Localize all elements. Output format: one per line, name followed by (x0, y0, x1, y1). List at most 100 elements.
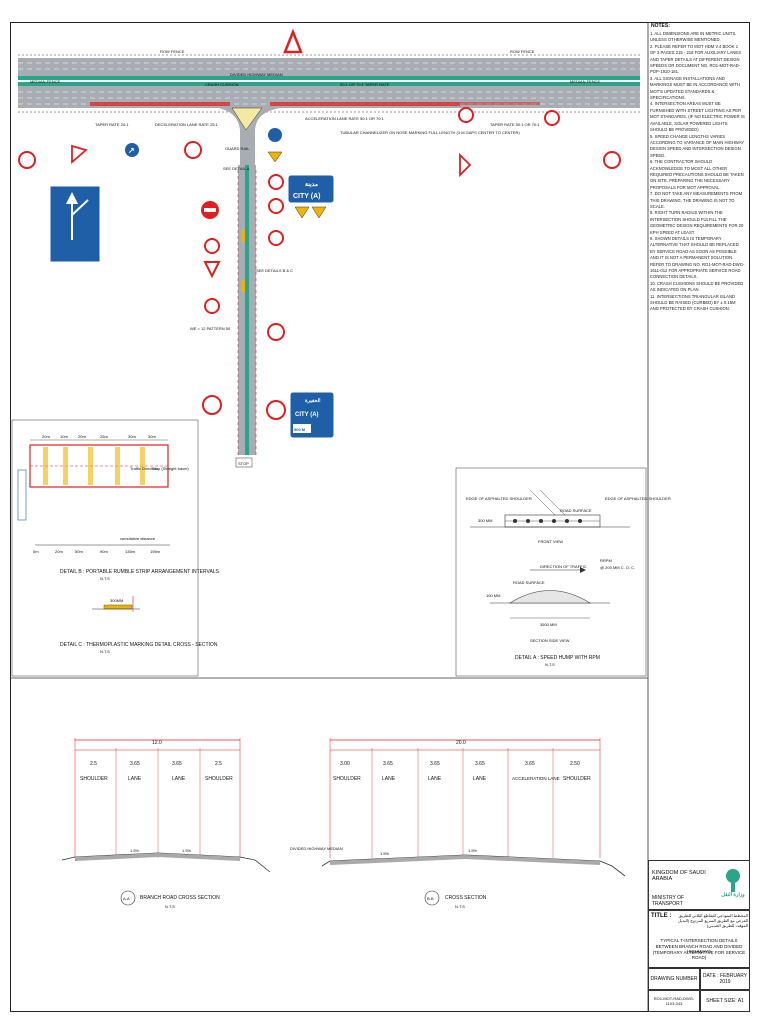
sign-speed-right (544, 110, 560, 126)
taper-rate-left-label: TAPER RATE 20:1 (95, 122, 129, 127)
mot-logo: وزارة النقل (718, 864, 748, 904)
notes-heading: NOTES: (651, 23, 670, 29)
median-upper-strip (18, 76, 640, 80)
detail-c-caption: DETAIL C : THERMOPLASTIC MARKING DETAIL … (60, 642, 218, 648)
sign-merge-right (459, 152, 472, 178)
note-item: 5. SPEED CHANGE LENGTHS VARIES ACCORDING… (650, 133, 744, 158)
hump-length-dim: 3500 MM (540, 622, 557, 627)
sec-b-label-5: ACCELERATION LANE (512, 776, 560, 781)
detail-b-nts: N.T.S (100, 576, 110, 581)
sign-speed-branch-5 (202, 395, 222, 415)
median-lower-strip (18, 82, 640, 86)
sec-a-total: 12.0 (152, 740, 162, 746)
logo-text: وزارة النقل (721, 892, 745, 898)
sec-b-dim-1: 3.00 (340, 761, 350, 767)
guide-sign-lower-dist: 500 M (294, 427, 306, 432)
note-item: 1. ALL DIMENSIONS ARE IN METRIC UNITS, U… (650, 31, 737, 43)
section-b-b (321, 738, 626, 906)
detail-b-caption: DETAIL B : PORTABLE RUMBLE STRIP ARRANGE… (60, 569, 220, 575)
sign-chevron-2 (311, 206, 327, 219)
hump-direction: DIRECTION OF TRAFFIC (540, 564, 587, 569)
sign-prohibit-2 (204, 298, 220, 314)
guide-sign-left (49, 185, 101, 263)
keep-left-arrow-glyph: ↗ (128, 146, 135, 155)
hump-edge-right: EDGE OF ASPHALTED SHOULDER (605, 496, 671, 501)
sheet-size: SHEET SIZE: A1 (700, 990, 750, 1012)
detail-c-nts: N.T.S (100, 649, 110, 654)
title-block-title (648, 910, 750, 968)
sec-b-dim-6: 2.50 (570, 761, 580, 767)
deceleration-lane-marking (90, 102, 230, 106)
rumble-traffic-direction: Traffic Direction (130, 466, 158, 471)
sec-a-dim-1: 2.5 (90, 761, 97, 767)
crash-cushion-label: CRASH CUSHION (205, 82, 239, 87)
rumble-dim-2: 10m (60, 434, 68, 439)
note-item: 3. ALL SIGNAGE INSTALLATIONS AND MARKING… (650, 75, 740, 101)
sign-yield (203, 261, 221, 279)
rumble-strip-mark-1 (241, 230, 245, 242)
drawing-date: DATE : FEBRUARY 2019 (700, 968, 750, 990)
sign-speed-branch-6 (266, 400, 286, 420)
section-a-a (61, 738, 271, 906)
hump-road-surface-2: ROAD SURFACE (513, 580, 545, 585)
branch-road-centerline (245, 165, 249, 455)
sec-b-label-2: LANE (382, 776, 396, 782)
sign-speed-top-right (458, 107, 474, 123)
detail-a-ref: SEE DETAIL A (223, 166, 250, 171)
no-entry-bar (204, 208, 216, 212)
sign-speed-far-right (603, 151, 621, 169)
sec-a-label-3: LANE (172, 776, 186, 782)
note-item: 4. INTERSECTION AREAS MUST BE FURNISHED … (650, 101, 745, 133)
sec-b-label-6: SHOULDER (563, 776, 591, 782)
sec-b-dim-2: 3.65 (383, 761, 393, 767)
rumble-end-label: Stop (Straight travel) (152, 466, 189, 471)
pattern-note: WE = 12 PATTERN 50 (190, 326, 231, 331)
guide-sign-mid-en: CITY (A) (293, 193, 320, 200)
sign-speed-branch-2 (268, 198, 284, 214)
sign-no-uturn (184, 141, 202, 159)
sign-speed-branch-3 (268, 230, 284, 246)
guide-sign-lower-ar: الحفيرة (305, 398, 321, 404)
taper-marking (460, 102, 540, 105)
hump-top-dim: 300 MM (478, 518, 492, 523)
hump-height-dim: 100 MM (486, 593, 500, 598)
sign-speed-branch-4 (267, 323, 285, 341)
sec-b-dim-4: 3.65 (475, 761, 485, 767)
detail-bc-ref: SEE DETAILS B & C (256, 268, 293, 273)
taper-rate-top-label: 50:1 OR 70:1 TAPER RATE (340, 82, 390, 87)
guide-sign-mid-ar: مدينة (305, 182, 318, 188)
branch-road-plan: STOP (218, 107, 280, 468)
sign-speed-limit-left (18, 151, 36, 169)
sec-b-label-4: LANE (473, 776, 487, 782)
rumble-strip-mark-2 (241, 280, 245, 292)
sec-b-label-1: SHOULDER (333, 776, 361, 782)
sec-b-nts: N.T.S (455, 904, 465, 909)
sec-b-median: DIVIDED HIGHWAY MEDIAN (290, 846, 343, 851)
acceleration-lane-marking (270, 102, 460, 106)
sec-a-dim-2: 3.65 (130, 761, 140, 767)
rumble-dim-6: 30m (148, 434, 156, 439)
taper-rate-right-label: TAPER RATE 50:1 OR 70:1 (490, 122, 540, 127)
hump-side-view: SECTION SIDE VIEW (530, 638, 570, 643)
title-label: TITLE : (651, 913, 672, 919)
speed-hump-side-view (490, 567, 610, 619)
sec-b-total: 20.0 (456, 740, 466, 746)
note-item: 6. THE CONTRACTOR SHOULD ACKNOWLEDGE TO … (650, 159, 744, 190)
rumble-dim-4: 25m (100, 434, 108, 439)
detail-c-dim: 300MM (110, 598, 123, 603)
title-english-2: BETWEEN BRANCH ROAD AND DIVIDED HIGHWAYS (655, 944, 743, 954)
row-fence-label-left: ROW FENCE (160, 49, 185, 54)
rumble-dist-7: 135m (125, 549, 136, 554)
channelizer-label: TUBULAR CHANNELIZER ON NOSE MARKING FULL… (340, 130, 520, 135)
title-english-3: (TEMPORARY ALTERNATIVE FOR SERVICE ROAD) (652, 950, 746, 960)
title-block-header (648, 860, 750, 910)
sec-a-slope-1: 1.5% (130, 848, 140, 853)
sec-b-caption: CROSS SECTION (445, 895, 487, 901)
country-name: KINGDOM OF SAUDI ARABIA (652, 870, 706, 882)
hump-rpm: RRPM (600, 558, 612, 563)
drawing-number: RO1-MOT-RAD-DWG-1103-043 (648, 990, 700, 1012)
sign-keep-left-blue (125, 143, 139, 157)
sec-a-label-2: LANE (128, 776, 142, 782)
note-item: 8. RIGHT TURN RADIUS WITHIN THE INTERSEC… (650, 210, 744, 235)
sign-merge-left (71, 144, 88, 164)
